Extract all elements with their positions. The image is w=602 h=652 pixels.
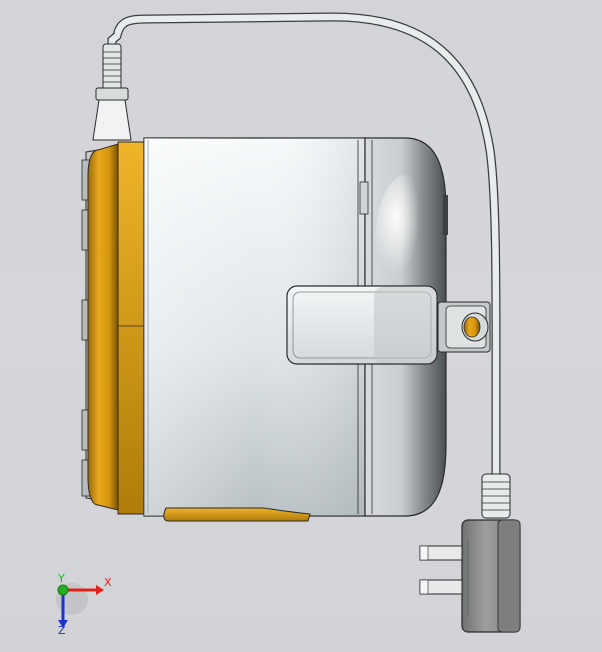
triad-y-axis — [57, 584, 69, 596]
rear-cable-socket — [437, 301, 491, 353]
front-cover — [81, 141, 145, 515]
side-handle — [286, 285, 438, 365]
triad-z-label: Z — [58, 624, 66, 637]
three-pin-plug — [419, 473, 521, 633]
triad-z-arrowhead — [58, 620, 68, 628]
triad-y-label: Y — [57, 572, 65, 585]
triad-x-label: X — [104, 576, 112, 589]
cord-strain-relief-top — [92, 43, 132, 141]
orientation-triad[interactable]: X Y Z — [56, 572, 112, 637]
triad-x-arrowhead — [96, 585, 104, 595]
power-cord — [107, 12, 501, 483]
cylindrical-body — [143, 137, 366, 517]
base-foot — [163, 507, 311, 522]
